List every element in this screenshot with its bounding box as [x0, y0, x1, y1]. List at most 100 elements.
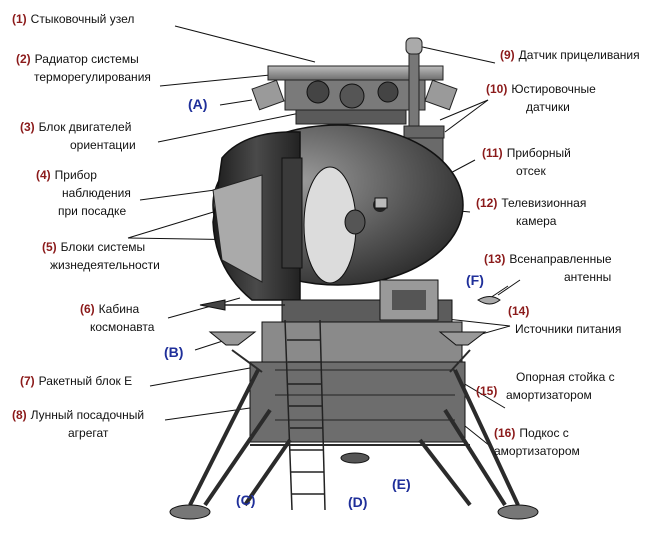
label-5: (5)Блоки системы: [42, 240, 145, 254]
label-7-number: (7): [20, 374, 35, 388]
label-10: (10)Юстировочные: [486, 82, 596, 96]
descent-platform: [249, 279, 466, 443]
label-3: (3)Блок двигателей: [20, 120, 131, 134]
label-6: (6)Кабина: [80, 302, 139, 316]
landing-legs: [188, 369, 520, 507]
leader-F: [497, 279, 521, 296]
label-3-cont: ориентации: [70, 138, 136, 152]
marker-E: (E): [392, 476, 411, 492]
label-8-cont: агрегат: [68, 426, 108, 440]
leader-6: [167, 297, 241, 319]
label-16: (16)Подкос с: [494, 426, 569, 440]
label-4-cont2: при посадке: [58, 204, 126, 218]
label-6-line2: космонавта: [90, 320, 155, 334]
label-13-number: (13): [484, 252, 506, 266]
label-15: (15): [476, 384, 501, 398]
label-3-line2: ориентации: [70, 138, 136, 152]
label-1-number: (1): [12, 12, 27, 26]
label-4-cont: наблюдения: [62, 186, 131, 200]
label-3-number: (3): [20, 120, 35, 134]
omni-antennas: [199, 296, 501, 346]
label-4: (4)Прибор: [36, 168, 97, 182]
label-8-line2: агрегат: [68, 426, 109, 440]
label-12: (12)Телевизионная: [476, 196, 586, 210]
label-9-number: (9): [500, 48, 515, 62]
label-4-line1: Прибор: [54, 168, 97, 182]
leader-4: [139, 189, 216, 201]
label-15-cont: амортизатором: [506, 388, 592, 402]
leader-13: [489, 285, 509, 299]
label-15-line2: амортизатором: [506, 388, 592, 402]
label-1-text: Стыковочный узел: [30, 12, 135, 26]
label-2-number: (2): [16, 52, 31, 66]
leader-15: [457, 379, 506, 409]
leg-struts: [231, 349, 471, 446]
label-5-cont: жизнедеятельности: [50, 258, 160, 272]
label-14-line1: Источники питания: [515, 322, 622, 336]
label-8-line1: Лунный посадочный: [30, 408, 145, 422]
sighting-sensor: [403, 37, 445, 141]
label-1: (1)Стыковочный узел: [12, 12, 134, 26]
label-14: (14): [508, 304, 533, 318]
marker-F: (F): [466, 272, 484, 288]
label-2-line2: терморегулирования: [34, 70, 151, 84]
leader-10b: [444, 99, 489, 133]
label-11: (11)Приборный: [482, 146, 571, 160]
leader-5a: [127, 209, 221, 239]
label-12-line1: Телевизионная: [501, 196, 587, 210]
leader-2: [159, 74, 271, 87]
label-16-cont: амортизатором: [494, 444, 580, 458]
label-16-number: (16): [494, 426, 516, 440]
label-15-number: (15): [476, 384, 498, 398]
label-14-text: Источники питания: [515, 322, 621, 336]
label-14-number: (14): [508, 304, 530, 318]
label-11-line1: Приборный: [506, 146, 571, 160]
marker-D: (D): [348, 494, 368, 510]
label-2-cont: терморегулирования: [34, 70, 151, 84]
leader-A: [219, 99, 253, 106]
label-7-line1: Ракетный блок Е: [38, 374, 133, 388]
label-12-number: (12): [476, 196, 498, 210]
label-15-text: Опорная стойка с: [516, 370, 615, 384]
label-8-number: (8): [12, 408, 27, 422]
label-3-line1: Блок двигателей: [38, 120, 132, 134]
label-7: (7)Ракетный блок Е: [20, 374, 132, 388]
leader-3: [157, 111, 306, 143]
label-16-line2: амортизатором: [494, 444, 580, 458]
marker-A: (A): [188, 96, 208, 112]
label-13-cont: антенны: [564, 270, 611, 284]
label-13: (13)Всенаправленные: [484, 252, 612, 266]
label-10-cont: датчики: [526, 100, 570, 114]
leader-10a: [439, 99, 489, 121]
label-10-line2: датчики: [526, 100, 570, 114]
cabin-cutaway: [212, 131, 366, 301]
label-10-line1: Юстировочные: [511, 82, 596, 96]
marker-B: (B): [164, 344, 184, 360]
label-6-cont: космонавта: [90, 320, 154, 334]
label-11-cont: отсек: [516, 164, 546, 178]
label-6-line1: Кабина: [98, 302, 140, 316]
label-5-line1: Блоки системы: [60, 240, 146, 254]
label-9-line1: Датчик прицеливания: [518, 48, 640, 62]
label-8: (8)Лунный посадочный: [12, 408, 144, 422]
label-11-line2: отсек: [516, 164, 546, 178]
label-16-line1: Подкос с: [519, 426, 569, 440]
label-2: (2)Радиатор системы: [16, 52, 139, 66]
label-4-line2: наблюдения: [62, 186, 131, 200]
label-4-number: (4): [36, 168, 51, 182]
label-9: (9)Датчик прицеливания: [500, 48, 640, 62]
leader-1: [174, 25, 316, 63]
label-15-line1: Опорная стойка с: [516, 370, 615, 384]
footpads: [169, 452, 539, 520]
label-5-number: (5): [42, 240, 57, 254]
label-13-line2: антенны: [564, 270, 612, 284]
ladder: [284, 319, 326, 511]
docking-radiator: [251, 65, 458, 125]
label-10-number: (10): [486, 82, 508, 96]
marker-C: (C): [236, 492, 256, 508]
label-5-line2: жизнедеятельности: [50, 258, 160, 272]
leader-9: [417, 45, 496, 64]
label-6-number: (6): [80, 302, 95, 316]
